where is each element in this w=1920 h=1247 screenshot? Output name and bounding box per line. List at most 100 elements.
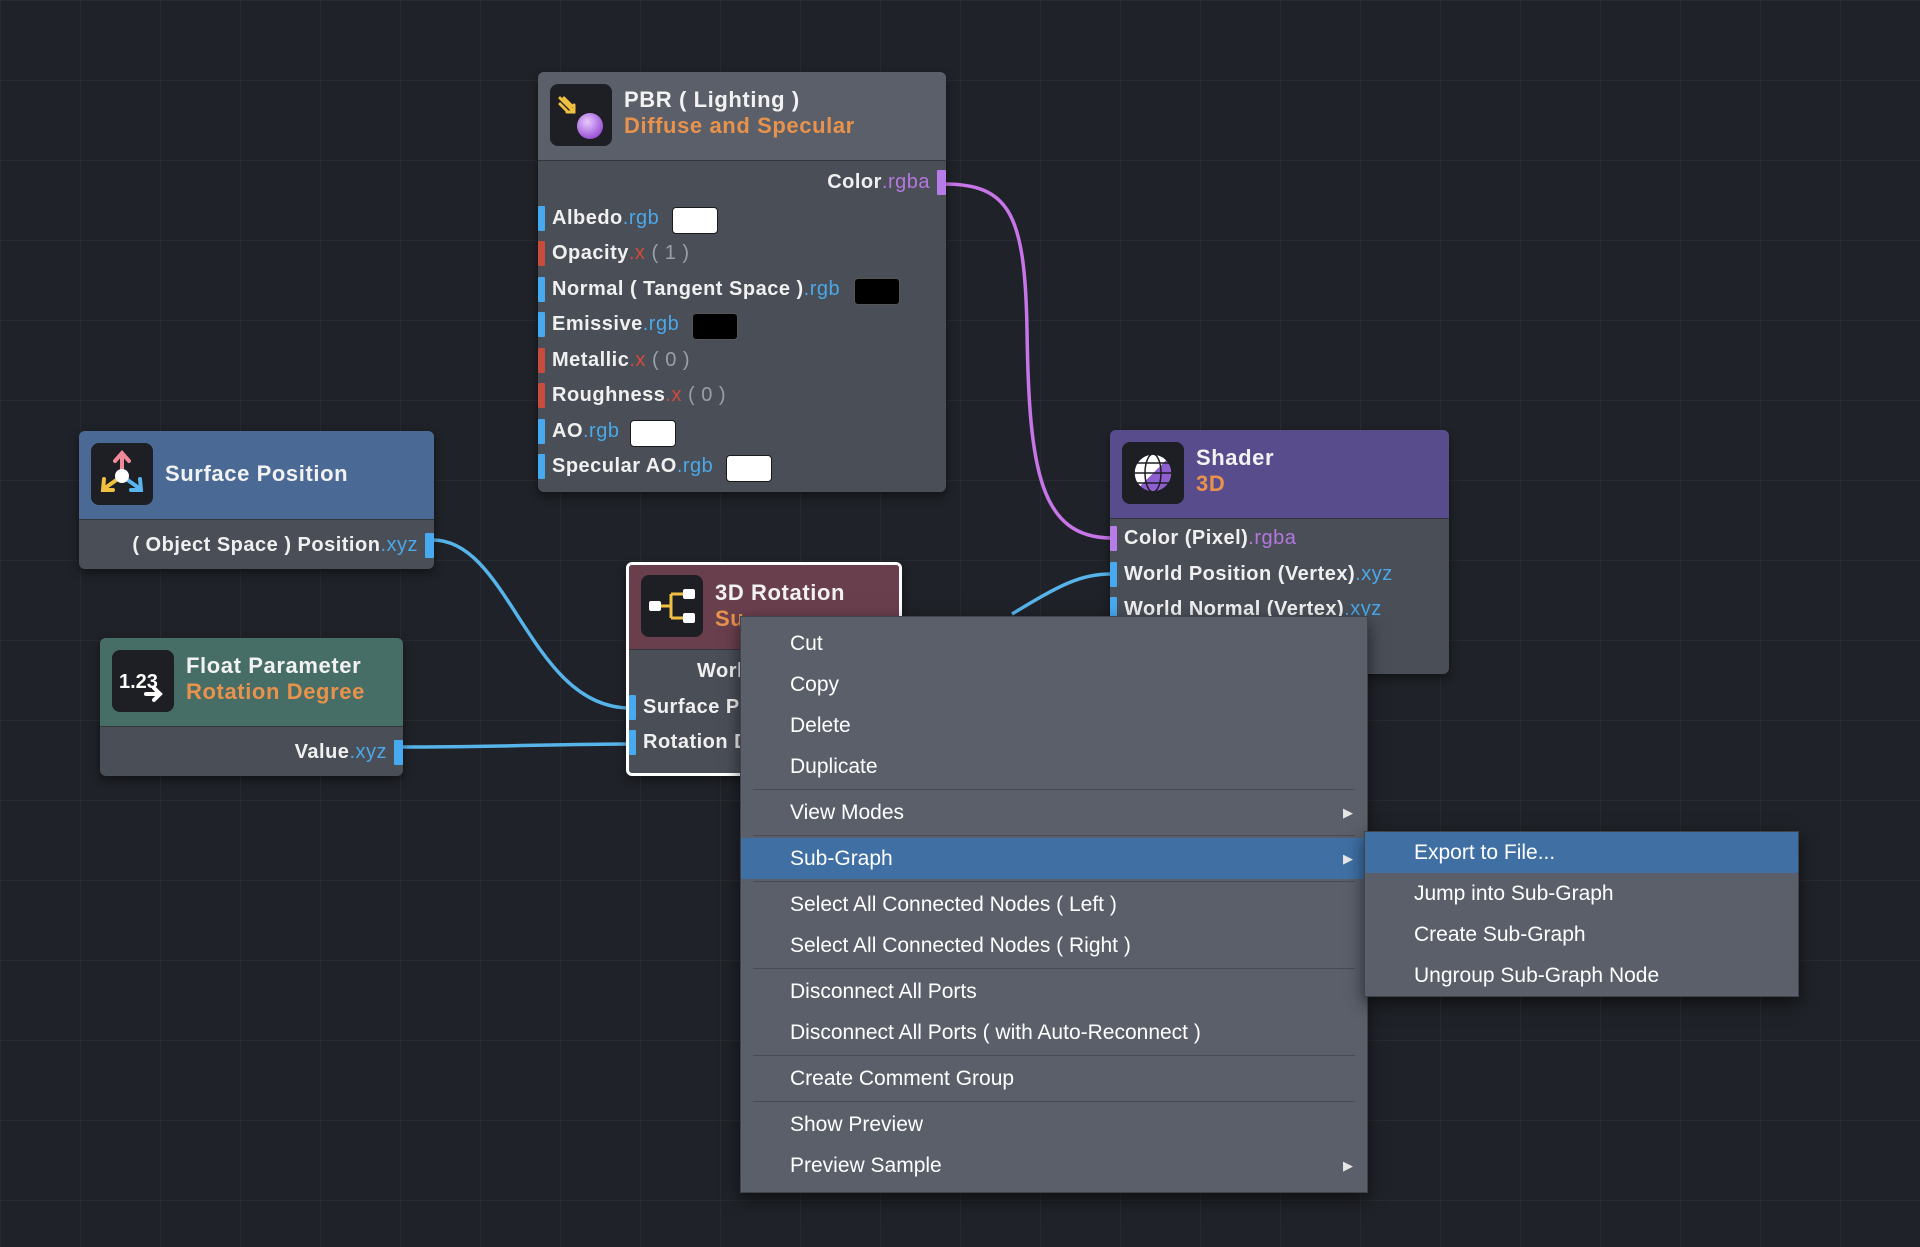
node-title: PBR ( Lighting ) [624,87,800,112]
port-label: Color (Pixel).rgba [1124,527,1297,549]
input-port-row: Rotation D [629,725,899,761]
output-port-value[interactable] [394,740,403,765]
menu-item-view-modes[interactable]: View Modes ▶ [741,792,1367,833]
node-title: Float Parameter [186,653,362,678]
wire-rotation-to-shader-position[interactable] [1011,572,1113,616]
port-label: AO.rgb [552,419,620,442]
submenu-item-ungroup-sub-graph-node[interactable]: Ungroup Sub-Graph Node [1414,964,1660,987]
output-port-row: Color.rgba [538,165,946,201]
port-label: World Position (Vertex).xyz [1124,562,1393,585]
input-port-normal[interactable] [538,276,545,302]
output-port-position[interactable] [425,533,434,558]
svg-text:1.23: 1.23 [119,671,158,693]
submenu-arrow-icon: ▶ [1343,805,1353,820]
divider [100,726,403,727]
menu-item-sub-graph[interactable]: Sub-Graph ▶ [741,838,1367,879]
menu-item-label: Sub-Graph [790,847,893,870]
axes-icon [91,443,153,505]
menu-item-duplicate[interactable]: Duplicate [790,755,878,778]
menu-item-disconnect-auto-reconnect[interactable]: Disconnect All Ports ( with Auto-Reconne… [790,1021,1201,1044]
node-title: 3D Rotation [715,580,846,605]
input-port-roughness[interactable] [538,383,545,408]
port-label: Emissive.rgb [552,313,680,335]
menu-item-select-connected-left[interactable]: Select All Connected Nodes ( Left ) [790,893,1117,916]
output-port-row: ( Object Space ) Position.xyz [79,528,434,564]
output-port-row: Worl [629,654,899,690]
input-port-rotation-degree[interactable] [629,730,636,755]
input-port-world-position[interactable] [1110,561,1117,587]
divider [538,160,946,161]
input-port-surface-position[interactable] [629,694,636,720]
sub-graph-submenu: Export to File... Jump into Sub-Graph Cr… [1364,831,1799,997]
menu-item-select-connected-right[interactable]: Select All Connected Nodes ( Right ) [790,934,1131,957]
port-label: Color.rgba [827,171,930,193]
input-port-row: Albedo.rgb [538,201,946,237]
menu-item-delete[interactable]: Delete [790,714,851,737]
input-port-ao[interactable] [538,418,545,444]
pbr-lighting-node[interactable]: PBR ( Lighting ) Diffuse and Specular Co… [538,72,946,492]
port-label: Worl [697,660,744,682]
menu-separator [753,835,1355,836]
menu-item-preview-sample[interactable]: Preview Sample ▶ [741,1145,1367,1186]
input-port-opacity[interactable] [538,241,545,266]
menu-padding [741,1186,1367,1192]
wire-surface-position-to-rotation[interactable] [432,538,631,710]
input-port-world-normal[interactable] [1110,597,1117,622]
output-port-color[interactable] [937,170,946,195]
globe-icon [1122,442,1184,504]
menu-item-show-preview[interactable]: Show Preview [790,1113,924,1136]
input-port-emissive[interactable] [538,312,545,337]
color-swatch[interactable] [630,419,676,447]
port-label: Roughness.x ( 0 ) [552,384,727,406]
port-label: Surface P [643,695,740,718]
menu-item-copy[interactable]: Copy [790,673,840,696]
surface-position-node[interactable]: Surface Position ( Object Space ) Positi… [79,431,434,569]
input-port-specular-ao[interactable] [538,454,545,479]
node-header[interactable]: Surface Position [79,431,434,519]
input-port-color-pixel[interactable] [1110,526,1117,551]
color-swatch[interactable] [854,277,900,305]
port-label: Rotation D [643,731,750,753]
port-label: Value.xyz [294,741,387,763]
menu-item-create-comment-group[interactable]: Create Comment Group [790,1067,1015,1090]
color-swatch[interactable] [726,455,772,482]
menu-item-label: View Modes [790,801,905,824]
input-port-row: AO.rgb [538,414,946,450]
output-port-row: Value.xyz [100,735,403,771]
wire-float-value-to-rotation[interactable] [401,742,631,749]
wire-pbr-color-to-shader-color[interactable] [943,182,1113,540]
node-header[interactable]: PBR ( Lighting ) Diffuse and Specular [538,72,946,160]
port-label: ( Object Space ) Position.xyz [132,534,418,556]
node-title: Shader [1196,445,1275,470]
sub-graph-icon [641,575,703,637]
divider [79,519,434,520]
port-label: Normal ( Tangent Space ).rgb [552,277,841,300]
submenu-item-jump-into-sub-graph[interactable]: Jump into Sub-Graph [1414,882,1614,905]
input-port-row: Normal ( Tangent Space ).rgb [538,272,946,308]
node-header[interactable]: Shader 3D [1110,430,1449,518]
input-port-row: Color (Pixel).rgba [1110,521,1449,557]
menu-item-cut[interactable]: Cut [790,632,823,655]
submenu-item-export-to-file[interactable]: Export to File... [1365,832,1798,873]
menu-separator [753,789,1355,790]
input-port-row: Opacity.x ( 1 ) [538,236,946,272]
divider [1110,518,1449,519]
node-subtitle: Su [715,606,745,631]
submenu-item-create-sub-graph[interactable]: Create Sub-Graph [1414,923,1586,946]
float-parameter-node[interactable]: 1.23 Float Parameter Rotation Degree Val… [100,638,403,776]
input-port-metallic[interactable] [538,347,545,373]
node-header[interactable]: 1.23 Float Parameter Rotation Degree [100,638,403,726]
menu-separator [753,968,1355,969]
node-title: Surface Position [165,461,349,486]
number-parameter-icon: 1.23 [112,650,174,712]
menu-separator [753,881,1355,882]
node-subtitle: Rotation Degree [186,679,365,704]
color-swatch[interactable] [672,206,718,234]
port-label: Albedo.rgb [552,206,660,229]
submenu-arrow-icon: ▶ [1343,851,1353,866]
color-swatch[interactable] [692,313,738,340]
port-label: World Normal (Vertex).xyz [1124,598,1382,620]
input-port-albedo[interactable] [538,205,545,231]
menu-item-disconnect-all[interactable]: Disconnect All Ports [790,980,977,1003]
